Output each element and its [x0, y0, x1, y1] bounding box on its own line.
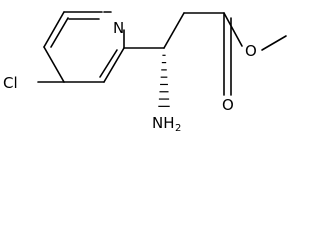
ring-bond-c2-c3-inner	[99, 49, 118, 78]
pyridine-ring	[43, 11, 125, 83]
ester-oxygen-label: O	[245, 42, 257, 60]
bond-carbonyl-ester-o	[223, 12, 243, 47]
chemical-structure: N Cl NH 2 O O	[3, 11, 287, 134]
ring-bond-c5-c6	[43, 11, 65, 48]
side-chain	[123, 12, 287, 96]
bond-stereocenter-ch2	[163, 12, 185, 49]
pyridine-nitrogen-label: N	[113, 19, 124, 37]
ring-bond-c2-c3	[103, 47, 125, 83]
amino-h-count-label: 2	[175, 123, 181, 134]
ring-bond-c4-c5	[43, 46, 65, 83]
chlorine-label: Cl	[3, 74, 18, 92]
bond-ester-o-methyl	[261, 35, 287, 51]
carbonyl-oxygen-label: O	[222, 96, 234, 114]
stereo-hashed-wedge	[158, 54, 170, 107]
amino-nitrogen-label: NH	[152, 114, 175, 132]
ring-bond-c5-c6-inner	[50, 17, 69, 48]
